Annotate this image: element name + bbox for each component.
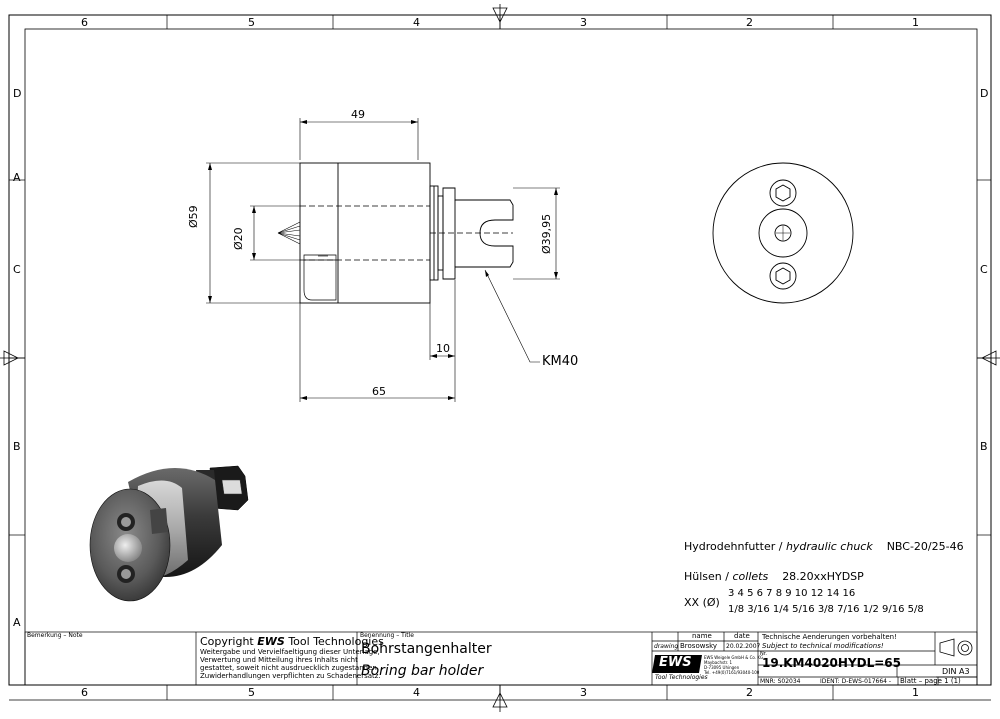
ident: IDENT: D-EWS-017664 - <box>820 678 892 685</box>
holder-body <box>299 162 431 304</box>
col-name: name <box>692 632 712 640</box>
row-label: D <box>13 87 22 100</box>
column-label: 2 <box>746 16 753 29</box>
copyright-line: Copyright EWS Tool Technologies <box>200 635 384 648</box>
spec-metric-sizes: 3 4 5 6 7 8 9 10 12 14 16 <box>728 588 856 599</box>
isometric-view <box>89 465 249 602</box>
column-label: 1 <box>912 16 919 29</box>
column-label: 3 <box>580 16 587 29</box>
part-number: 19.KM4020HYDL=65 <box>762 656 901 670</box>
label-km40: KM40 <box>542 354 579 369</box>
legal-line-2: Verwertung und Mitteilung ihres Inhalts … <box>200 656 358 664</box>
row-label: B <box>980 440 988 453</box>
legal-line-3: gestattet, soweit nicht ausdruecklich zu… <box>200 664 380 672</box>
spec-collets: Hülsen / collets 28.20xxHYDSP <box>684 570 864 583</box>
spec-xx-label: XX (Ø) <box>684 596 720 609</box>
title-german: Bohrstangenhalter <box>361 641 492 657</box>
column-label: 6 <box>81 16 88 29</box>
dimension-10: 10 <box>436 342 450 355</box>
column-label: 1 <box>912 686 919 699</box>
row-label: C <box>13 263 21 276</box>
row-label: A <box>13 616 21 629</box>
dimension-65: 65 <box>372 385 386 398</box>
drawing-date: 20.02.2007 <box>726 643 761 650</box>
drawing-name: Brosowsky <box>680 642 718 650</box>
company-line-4: Tel. +49(0)7161/93040-100 <box>704 670 760 675</box>
company-line-3: D-73095 Uhingen <box>704 665 740 670</box>
dimension-dia-39-95: Ø39,95 <box>540 213 553 254</box>
row-label: A <box>13 171 21 184</box>
row-label: B <box>13 440 21 453</box>
side-view <box>277 162 514 304</box>
paper-format: DIN A3 <box>942 667 970 676</box>
title-block-lines <box>24 631 978 686</box>
column-label: 4 <box>413 16 420 29</box>
front-view <box>712 162 854 304</box>
column-label: 2 <box>746 686 753 699</box>
projection-symbol-icon <box>939 638 973 657</box>
row-label: D <box>980 87 989 100</box>
spec-inch-sizes: 1/8 3/16 1/4 5/16 3/8 7/16 1/2 9/16 5/8 <box>728 604 924 615</box>
change-note-english: Subject to technical modifications! <box>762 642 884 650</box>
column-label: 3 <box>580 686 587 699</box>
column-label: 4 <box>413 686 420 699</box>
dimension-dia-59: Ø59 <box>187 205 200 228</box>
column-label: 6 <box>81 686 88 699</box>
inner-frame <box>24 28 978 686</box>
col-date: date <box>734 632 750 640</box>
title-english: Boring bar holder <box>361 663 484 679</box>
row-label: C <box>980 263 988 276</box>
mnr: MNR: S02034 <box>760 678 801 685</box>
logo-subtitle: Tool Technologies <box>655 674 708 681</box>
remark-label: Bemerkung – Note <box>27 632 83 639</box>
logo-text: EWS <box>659 655 692 670</box>
company-line-2: Maybachstr. 1 <box>704 660 733 665</box>
centring-marks <box>0 4 1000 712</box>
spec-hydraulic-chuck: Hydrodehnfutter / hydraulic chuck NBC-20… <box>684 540 964 553</box>
drawing-label: drawing <box>654 643 679 650</box>
dimension-arrows <box>208 120 558 400</box>
sheet-page: Blatt – page 1 (1) <box>900 677 961 685</box>
km40-shank <box>442 187 514 280</box>
dimension-lines <box>206 118 560 402</box>
dimension-49: 49 <box>351 108 365 121</box>
legal-line-4: Zuwiderhandlungen verpflichten zu Schade… <box>200 672 381 680</box>
nr-label: Nr. <box>760 651 767 657</box>
legal-line-1: Weitergabe und Vervielfaeltigung dieser … <box>200 648 380 656</box>
ews-logo <box>652 655 702 673</box>
column-label: 5 <box>248 686 255 699</box>
title-label: Benennung – Title <box>360 632 414 639</box>
company-line-1: EWS Weigele GmbH & Co. KG <box>704 655 764 660</box>
change-note-german: Technische Aenderungen vorbehalten! <box>762 633 897 641</box>
dimension-dia-20: Ø20 <box>232 227 245 250</box>
column-label: 5 <box>248 16 255 29</box>
